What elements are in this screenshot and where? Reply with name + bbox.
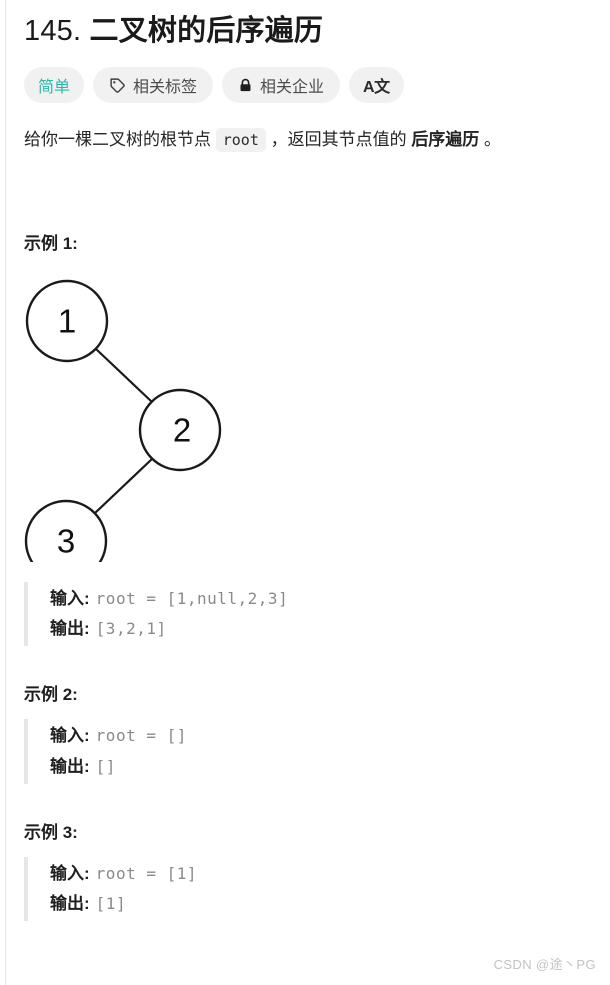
example-1-input-row: 输入:root = [1,null,2,3] (50, 584, 592, 614)
lock-icon (238, 77, 253, 94)
tree-node-circle-1 (25, 279, 109, 363)
page-title: 145. 二叉树的后序遍历 (24, 12, 592, 51)
page-left-divider (5, 0, 6, 985)
tree-node-circle-2 (138, 388, 222, 472)
related-companies-label: 相关企业 (260, 79, 325, 97)
tree-node-label-3: 3 (57, 522, 75, 559)
translate-icon: A文 (363, 79, 390, 97)
input-value: root = [1,null,2,3] (95, 588, 289, 608)
csdn-watermark: CSDN @途丶PG (493, 957, 596, 972)
output-value: [] (95, 756, 116, 776)
example-1-tree-figure: 1 2 3 (24, 270, 592, 562)
input-label: 输入: (50, 863, 90, 883)
input-label: 输入: (50, 588, 90, 608)
related-companies-button[interactable]: 相关企业 (222, 67, 341, 104)
tree-node-label-1: 1 (58, 302, 76, 339)
problem-title-text: 二叉树的后序遍历 (89, 15, 324, 47)
tag-icon (109, 77, 126, 94)
tree-node-circle-3 (24, 499, 108, 562)
output-value: [3,2,1] (95, 619, 167, 639)
problem-description-panel: 145. 二叉树的后序遍历 简单 相关标签 相关企业 (24, 12, 592, 922)
difficulty-label: 简单 (38, 79, 71, 97)
input-value: root = [1] (95, 863, 197, 883)
statement-part-3: 。 (479, 130, 502, 150)
tree-edge-2-3 (94, 458, 153, 514)
inline-code-root: root (215, 128, 266, 153)
example-2-io-block: 输入:root = [] 输出:[] (24, 719, 592, 784)
difficulty-badge[interactable]: 简单 (24, 67, 85, 104)
output-label: 输出: (50, 894, 90, 914)
example-1-heading: 示例 1: (24, 233, 78, 253)
statement-part-2: ，返回其节点值的 (265, 130, 412, 150)
example-2-output-row: 输出:[] (50, 752, 592, 782)
example-3-io-block: 输入:root = [1] 输出:[1] (24, 856, 592, 922)
input-value: root = [] (95, 726, 187, 746)
example-1-io-block: 输入:root = [1,null,2,3] 输出:[3,2,1] (24, 581, 592, 647)
statement-part-1: 给你一棵二叉树的根节点 (24, 130, 216, 150)
example-3-heading: 示例 3: (24, 822, 78, 842)
related-topics-button[interactable]: 相关标签 (93, 67, 214, 104)
translate-toggle-button[interactable]: A文 (349, 67, 404, 104)
example-1-output-row: 输出:[3,2,1] (50, 614, 592, 644)
example-3-output-row: 输出:[1] (50, 889, 592, 919)
problem-statement: 给你一棵二叉树的根节点 root ，返回其节点值的 后序遍历 。 (24, 125, 592, 155)
tree-edge-1-2 (95, 348, 153, 403)
example-3-input-row: 输入:root = [1] (50, 859, 592, 889)
problem-number: 145. (24, 15, 82, 47)
related-topics-label: 相关标签 (133, 79, 198, 97)
output-label: 输出: (50, 756, 90, 776)
example-2-heading: 示例 2: (24, 685, 78, 705)
statement-emphasis: 后序遍历 (411, 130, 480, 150)
example-2-input-row: 输入:root = [] (50, 721, 592, 751)
tree-node-label-2: 2 (173, 411, 191, 448)
output-value: [1] (95, 894, 127, 914)
tag-bar: 简单 相关标签 相关企业 A文 (24, 67, 592, 104)
input-label: 输入: (50, 726, 90, 746)
output-label: 输出: (50, 619, 90, 639)
